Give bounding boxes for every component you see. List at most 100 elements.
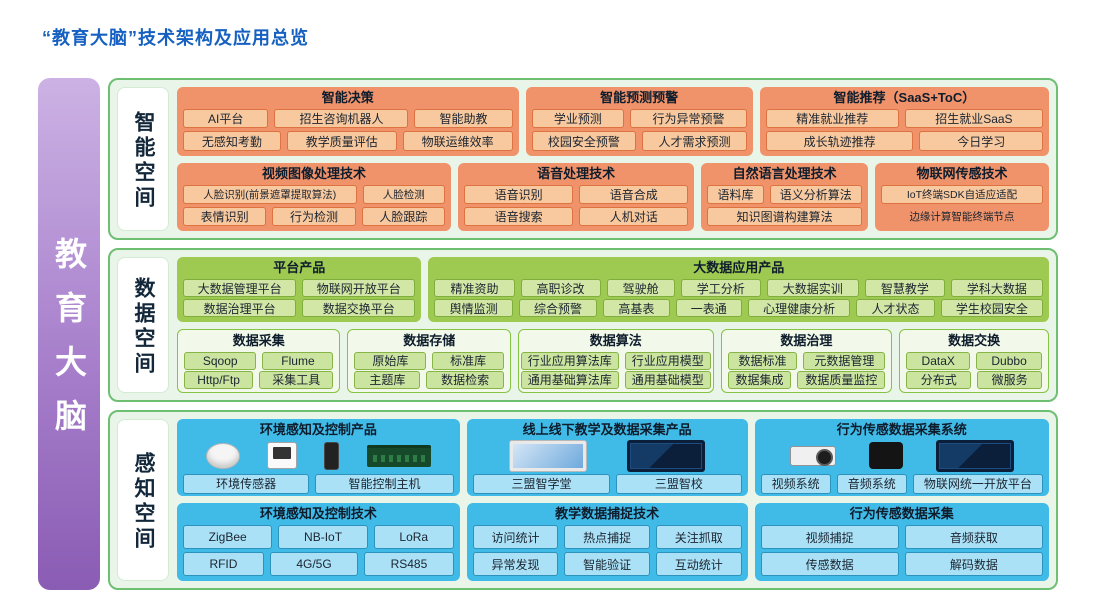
group-bigdata-application-products: 大数据应用产品 精准资助高职诊改驾驶舱学工分析大数据实训智慧教学学科大数据 舆情… xyxy=(428,257,1049,322)
item: 精准资助 xyxy=(434,279,515,298)
item-row: 分布式微服务 xyxy=(906,370,1042,389)
group-title: 自然语言处理技术 xyxy=(732,165,837,181)
item-row: 表情识别行为检测人脸跟踪 xyxy=(183,207,446,227)
spaces-column: 智能空间 智能决策 AI平台招生咨询机器人智能助教 无感知考勤教学质量评估物联运… xyxy=(108,78,1058,590)
camera-image xyxy=(789,445,836,466)
item: Flume xyxy=(262,351,334,370)
item: 访问统计 xyxy=(472,525,559,550)
item: 热点捕捉 xyxy=(564,525,650,550)
item: RFID xyxy=(183,552,264,576)
item: 智能控制主机 xyxy=(315,473,454,494)
item-row: 语音识别语音合成 xyxy=(464,184,689,205)
item-row: 原始库标准库 xyxy=(354,351,504,370)
item: 音频系统 xyxy=(836,473,907,494)
item-row: 语音搜索人机对话 xyxy=(464,207,689,227)
product-images xyxy=(183,441,454,471)
group-behavior-sensing-collection-system: 行为传感数据采集系统 视频系统音频系统物联网统一开放平台 xyxy=(754,418,1049,497)
item: 行业应用算法库 xyxy=(520,351,619,370)
item-row: 数据治理平台数据交换平台 xyxy=(183,299,416,318)
item: 物联网统一开放平台 xyxy=(912,473,1043,494)
item: 语音识别 xyxy=(464,184,574,205)
group-title: 平台产品 xyxy=(273,260,326,276)
item: 高职诊改 xyxy=(520,279,601,298)
item-row: 成长轨迹推荐今日学习 xyxy=(765,131,1044,151)
item-row: 数据标准元数据管理 xyxy=(727,351,886,370)
space-label-perception: 感知空间 xyxy=(117,418,169,581)
group-intelligent-recommendation: 智能推荐（SaaS+ToC） 精准就业推荐招生就业SaaS 成长轨迹推荐今日学习 xyxy=(759,87,1049,156)
item: AI平台 xyxy=(183,109,269,129)
group-title: 环境感知及控制产品 xyxy=(259,421,377,437)
item-row: 大数据管理平台物联网开放平台 xyxy=(183,279,416,298)
handheld-terminal-image xyxy=(324,441,340,470)
item: 环境传感器 xyxy=(183,473,310,494)
item: RS485 xyxy=(364,552,454,576)
item: 互动统计 xyxy=(655,552,742,576)
item-row: 行业应用算法库行业应用模型 xyxy=(520,351,711,370)
smart-study-hall-image xyxy=(509,439,588,472)
item: 传感数据 xyxy=(760,552,899,576)
item: 人脸识别(前景遮罩提取算法) xyxy=(183,184,357,205)
item: 人脸检测 xyxy=(362,184,446,205)
group-title: 数据交换 xyxy=(948,332,1001,348)
item: 心理健康分析 xyxy=(747,299,851,318)
group-title: 行为传感数据采集系统 xyxy=(836,421,967,437)
item: 语音搜索 xyxy=(464,207,574,227)
item: 音频获取 xyxy=(904,525,1043,550)
item: 今日学习 xyxy=(919,131,1044,151)
item: 招生就业SaaS xyxy=(904,109,1044,129)
item-row: 异常发现智能验证互动统计 xyxy=(472,552,742,576)
group-platform-products: 平台产品 大数据管理平台物联网开放平台 数据治理平台数据交换平台 xyxy=(177,257,422,322)
group-title: 物联网传感技术 xyxy=(916,165,1008,181)
item-row: 视频捕捉音频获取 xyxy=(760,525,1043,550)
group-iot-sensing-technology: 物联网传感技术 IoT终端SDK自适应适配 边缘计算智能终端节点 xyxy=(874,162,1049,232)
item: 关注抓取 xyxy=(655,525,742,550)
group-title: 线上线下教学及数据采集产品 xyxy=(522,421,692,437)
section-perception-space: 感知空间 环境感知及控制产品 环境传感器智能控制主机 xyxy=(108,409,1058,590)
group-title: 大数据应用产品 xyxy=(693,260,785,276)
item: 精准就业推荐 xyxy=(765,109,899,129)
section-data-space: 数据空间 平台产品 大数据管理平台物联网开放平台 数据治理平台数据交换平台 大数… xyxy=(108,248,1058,402)
item: 一表通 xyxy=(675,299,742,318)
item: 物联运维效率 xyxy=(402,131,513,151)
item-row: 舆情监测综合预警高基表一表通心理健康分析人才状态学生校园安全 xyxy=(434,299,1044,318)
item: ZigBee xyxy=(183,525,273,550)
item-row: 校园安全预警人才需求预测 xyxy=(531,131,747,151)
item: 驾驶舱 xyxy=(606,279,675,298)
item: 校园安全预警 xyxy=(531,131,637,151)
group-speech-processing: 语音处理技术 语音识别语音合成 语音搜索人机对话 xyxy=(458,162,695,232)
data-space-content: 平台产品 大数据管理平台物联网开放平台 数据治理平台数据交换平台 大数据应用产品… xyxy=(177,257,1049,393)
group-title: 数据治理 xyxy=(780,332,833,348)
item: 通用基础模型 xyxy=(624,370,711,389)
group-title: 教学数据捕捉技术 xyxy=(555,506,660,522)
item-row: 主题库数据检索 xyxy=(354,370,504,389)
item-row: 通用基础算法库通用基础模型 xyxy=(520,370,711,389)
item: 原始库 xyxy=(354,351,427,370)
item: 成长轨迹推荐 xyxy=(765,131,914,151)
group-data-algorithms: 数据算法 行业应用算法库行业应用模型 通用基础算法库通用基础模型 xyxy=(517,328,714,393)
group-intelligent-prediction-warning: 智能预测预警 学业预测行为异常预警 校园安全预警人才需求预测 xyxy=(525,87,753,156)
item: 知识图谱构建算法 xyxy=(707,207,862,227)
item: 微服务 xyxy=(977,370,1042,389)
item: 综合预警 xyxy=(518,299,598,318)
group-environment-sensing-products: 环境感知及控制产品 环境传感器智能控制主机 xyxy=(177,418,460,497)
item: 数据治理平台 xyxy=(183,299,297,318)
item-row: 三盟智学堂三盟智校 xyxy=(472,473,742,494)
item: LoRa xyxy=(373,525,454,550)
item: 人才状态 xyxy=(856,299,935,318)
item: 4G/5G xyxy=(269,552,359,576)
item: DataX xyxy=(906,351,971,370)
group-title: 智能推荐（SaaS+ToC） xyxy=(833,90,976,105)
group-data-storage: 数据存储 原始库标准库 主题库数据检索 xyxy=(347,328,511,393)
item: 智慧教学 xyxy=(864,279,945,298)
item-row: 无感知考勤教学质量评估物联运维效率 xyxy=(183,131,513,151)
group-title: 数据算法 xyxy=(589,332,642,348)
group-data-governance: 数据治理 数据标准元数据管理 数据集成数据质量监控 xyxy=(720,328,893,393)
education-brain-banner: 教育大脑 xyxy=(38,78,100,590)
item: IoT终端SDK自适应适配 xyxy=(880,184,1043,205)
item-row: 学业预测行为异常预警 xyxy=(531,109,747,129)
